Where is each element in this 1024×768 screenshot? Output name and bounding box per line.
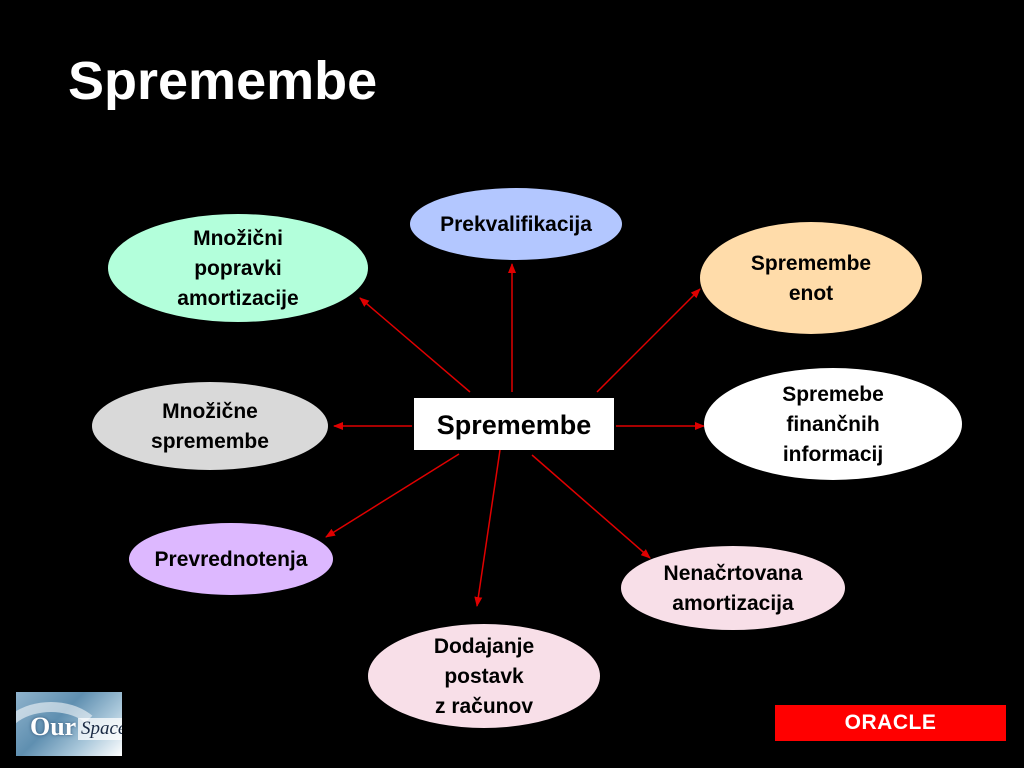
node-label-line: finančnih [786,413,879,436]
slide-title: Spremembe [68,51,378,111]
node-ellipse [410,188,622,260]
node-spremembe-enot: Spremembe enot [700,222,922,334]
arrow-to-nenacrtovana-amortizacija [531,454,651,559]
node-ellipse [129,523,333,595]
arrow-to-prevrednotenja [325,453,460,538]
wave-graphic [16,702,106,756]
node-ellipse [704,368,962,480]
oracle-logo: ORACLE [775,705,1006,741]
arrow-to-dodajanje-postavk-z-racunov [474,449,501,607]
node-label-line: spremembe [151,430,269,453]
node-mnozicni-popravki-amortizacije: Množični popravki amortizacije [108,214,368,322]
node-label-line: amortizacije [177,287,298,310]
node-label-line: amortizacija [672,592,794,615]
arrows [325,263,705,607]
node-prevrednotenja: Prevrednotenja [129,523,333,595]
node-label-line: Spremembe [751,252,871,275]
node-nenacrtovana-amortizacija: Nenačrtovana amortizacija [621,546,845,630]
node-label-line: Prevrednotenja [155,548,308,571]
arrow-to-spremembe-enot [596,288,701,393]
node-label-line: Nenačrtovana [664,562,803,585]
node-spremebe-financnih-informacij: Spremebe finančnih informacij [704,368,962,480]
center-node-box [414,398,614,450]
ourspace-logo-space: Space [78,718,122,740]
node-label-line: postavk [444,665,524,688]
node-label-line: informacij [783,443,883,466]
arrow-to-mnozicni-popravki-amortizacije [359,297,471,393]
ourspace-logo: Our Space [16,692,122,756]
node-label-line: popravki [194,257,282,280]
node-prekvalifikacija: Prekvalifikacija [410,188,622,260]
node-label-line: enot [789,282,833,305]
nodes: Množični popravki amortizacije Prekvalifika… [92,188,962,728]
node-mnozicne-spremembe: Množične spremembe [92,382,328,470]
node-ellipse [368,624,600,728]
node-label-line: Množične [162,400,258,423]
ourspace-logo-our: Our [30,712,77,741]
center-node-label: Spremembe [437,410,592,440]
node-dodajanje-postavk-z-racunov: Dodajanje postavk z računov [368,624,600,728]
oracle-logo-text: ORACLE [844,711,937,734]
node-label-line: z računov [435,695,533,718]
center-node: Spremembe [414,398,614,450]
node-label-line: Dodajanje [434,635,534,658]
node-label-line: Množični [193,227,283,250]
node-label-line: Spremebe [782,383,884,406]
node-label-line: Prekvalifikacija [440,213,592,236]
node-ellipse [92,382,328,470]
node-ellipse [108,214,368,322]
node-ellipse [621,546,845,630]
node-ellipse [700,222,922,334]
